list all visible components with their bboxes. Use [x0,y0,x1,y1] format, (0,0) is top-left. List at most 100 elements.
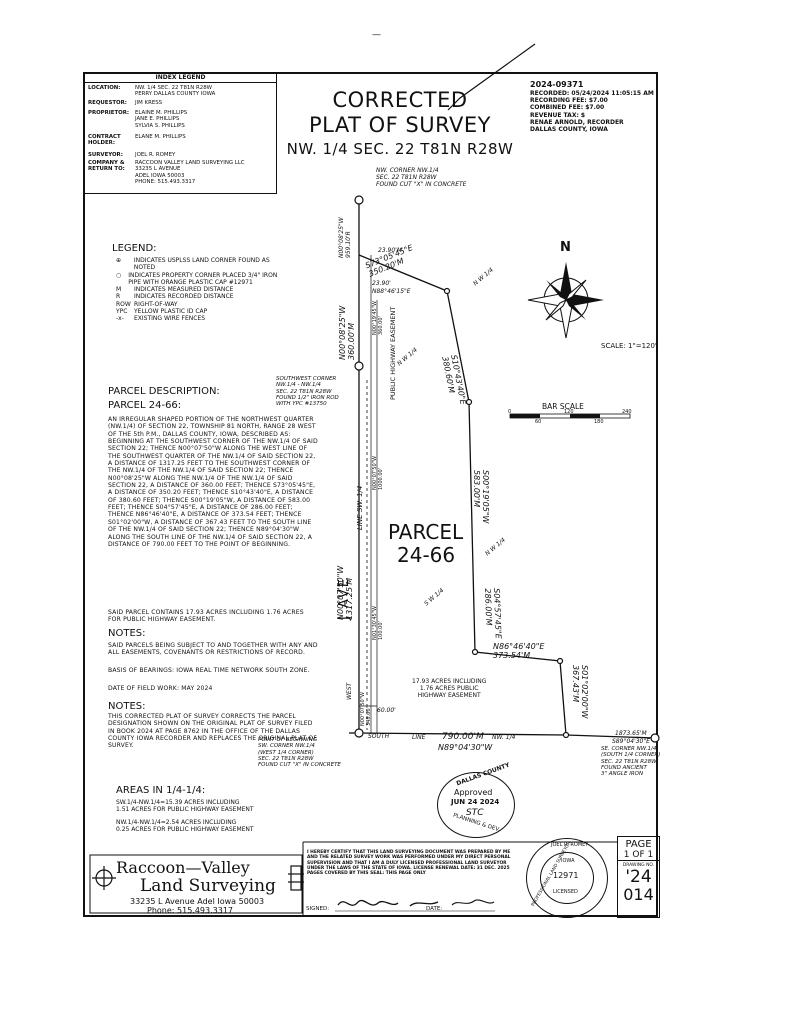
north-arrow-icon [527,262,604,339]
legend-item: ⊕INDICATES USPLSS LAND CORNER FOUND AS N… [116,257,291,272]
recording-line: DALLAS COUNTY, IOWA [530,126,608,134]
index-value: ELANE M. PHILLIPS [135,134,186,140]
corner-markers [354,195,660,743]
plat-frame [83,72,658,917]
title-corrected: CORRECTED [332,88,468,112]
areas-heading: AREAS IN 1/4-1/4: [116,785,206,796]
bar-tick: 0 [508,409,512,415]
legend-text: YELLOW PLASTIC ID CAP [134,308,208,316]
company-box [89,854,303,914]
se-corner-label: SE. CORNER NW.1/4 (SOUTH 1/4 CORNER) SEC… [601,746,661,778]
top-mark: — [372,30,381,40]
west-small-dims: N00°07'50"W 348.60' [360,692,372,726]
bearing-label-4: S04°57'45"E 286.00'M [483,588,503,639]
index-legend: INDEX LEGEND LOCATION: NW. 1/4 SEC. 22 T… [85,74,277,194]
nw-corner-marker [354,195,364,205]
legend-symbol: YPC [116,308,128,316]
bearing-n88: N88°46'15"E [372,288,411,295]
note-item: BASIS OF BEARINGS: IOWA REAL TIME NETWOR… [108,667,310,674]
company-phone: Phone: 515.493.3317 [147,906,234,915]
property-corner [562,731,570,739]
company-address: 33235 L Avenue Adel Iowa 50003 [130,897,265,906]
property-corner [471,648,479,656]
survey-tripod-logo-icon [288,865,304,891]
pob-label: POINT OF BEGINNING SW. CORNER NW.1/4 (WE… [258,737,341,769]
west-word: WEST [346,682,353,700]
index-value: JOEL R. ROMEY [135,152,176,158]
pob-marker [354,728,364,738]
scale-label: SCALE: 1"=120' [601,342,657,350]
parcel-acreage: SAID PARCEL CONTAINS 17.93 ACRES INCLUDI… [108,609,304,624]
bearing-label-3: S00°19'05"W 583.00'M [472,470,490,524]
recording-line: RECORDING FEE: $7.00 [530,97,608,105]
recording-number: 2024-09371 [530,80,584,89]
legend-item: -x- EXISTING WIRE FENCES [116,315,291,322]
signed-label: SIGNED: [306,906,330,912]
parcel-name: PARCEL [388,520,464,544]
parcel-acre-note: 17.93 ACRES INCLUDING 1.76 ACRES PUBLIC … [412,678,487,699]
certification-text: I HEREBY CERTIFY THAT THIS LAND SURVEYIN… [307,850,511,877]
bar-scale [509,413,631,419]
company-name-2: Land Surveying [140,876,276,896]
legend-symbol: M [116,286,122,294]
index-key: REQUESTOR: [88,100,127,106]
signature-date-handwritten [451,899,495,906]
parcel-number: 24-66 [397,543,456,567]
bar-scale-title: BAR SCALE [542,402,584,411]
surveyor-seal-inner [540,852,594,904]
index-key: CONTRACT HOLDER: [88,134,121,147]
stamp-signature: STC [466,808,484,818]
easement-dims2: N00°19'45"W 360.00' [372,301,384,335]
property-corner [556,657,564,665]
west-line-mid-label: N00°08'25"W 360.00'M [338,305,356,360]
seal-state: IOWA [561,858,575,864]
west-line-top-label: N00°08'25"W 959.10'R [338,217,352,258]
recording-line: COMBINED FEE: $7.00 [530,104,605,112]
dist-6000: 60.00' [377,707,396,714]
surveyor-signature [337,899,439,907]
bearing-label-6: S01°02'00"W 367.43'M [571,665,589,719]
bearing-label-7: 790.00'M [442,732,484,742]
property-corner [465,398,473,406]
recording-line: REVENUE TAX: $ [530,111,586,119]
small-dims: N01°30'45"W 100.00' [372,606,384,640]
property-corner [443,287,451,295]
index-legend-header: INDEX LEGEND [85,74,276,83]
seal-number: 12971 [553,871,579,880]
drawing-label: DRAWING NO. [622,863,655,868]
legend-text: EXISTING WIRE FENCES [134,315,206,323]
legend-item: YPC YELLOW PLASTIC ID CAP [116,308,291,315]
legend-text: INDICATES PROPERTY CORNER PLACED 3/4" IR… [128,271,278,286]
line-label: LINE SW. 1/4 [356,485,364,530]
legend-symbol: R [116,293,121,301]
bearing-label-7b: N89°04'30"W [438,743,493,752]
stamp-date: JUN 24 2024 [451,798,500,806]
index-key: PROPRIETOR: [88,110,130,116]
bar-tick: 180 [594,419,604,425]
row-lines [359,255,378,733]
index-value: JIM KRESS [135,100,163,106]
sw-corner-label: SOUTHWEST CORNER NW.1/4 - NW.1/4 SEC. 22… [276,376,339,408]
page-box: PAGE 1 OF 1 DRAWING NO. '24 014 [617,836,660,918]
bearing-label-8: 1873.65'M [615,730,647,737]
index-value: RACCOON VALLEY LAND SURVEYING LLC 33235 … [135,160,245,186]
bar-tick: 60 [535,419,542,425]
seal-licensed: LICENSED [553,889,578,895]
date-label: DATE: [426,906,443,912]
title-location: NW. 1/4 SEC. 22 T81N R28W [286,140,514,158]
title-plat: PLAT OF SURVEY [309,113,491,137]
surveyor-seal [526,838,608,918]
notes2-body: THIS CORRECTED PLAT OF SURVEY CORRECTS T… [108,713,318,750]
fence-icon: -x- [116,315,124,323]
bearing-label-8b: S89°04'30"E [612,738,650,745]
bar-tick: 120 [564,409,574,415]
check-mark [447,43,536,111]
page-label: PAGE [625,839,652,850]
property-corner-icon: ○ [116,271,122,279]
dist-2390b: 23.90' [372,280,391,287]
legend-text: INDICATES USPLSS LAND CORNER FOUND AS NO… [133,257,270,272]
sw-corner-nw-marker [354,361,364,371]
